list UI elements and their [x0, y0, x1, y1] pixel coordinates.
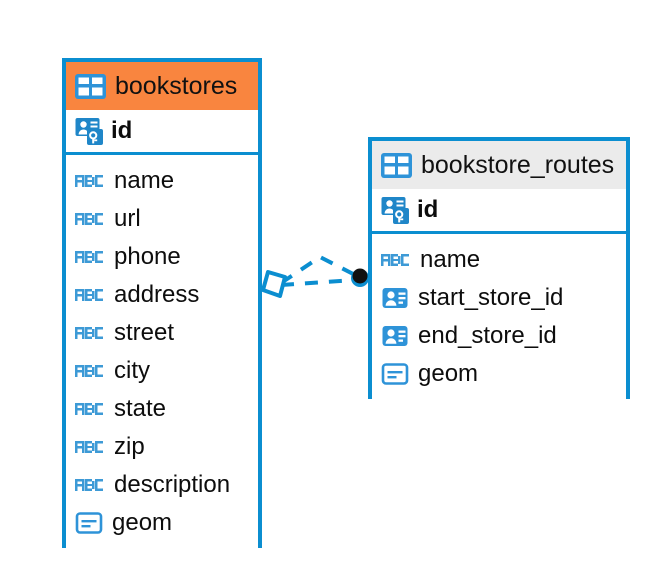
field-row-city[interactable]: city [75, 352, 250, 390]
foreign-key-icon [382, 288, 408, 308]
field-label: name [114, 167, 175, 194]
abc-text-icon [75, 327, 103, 339]
primary-key-icon [381, 197, 409, 224]
field-label: description [114, 471, 231, 498]
field-list-bookstores: name url [66, 155, 258, 550]
field-row-name[interactable]: name [75, 162, 250, 200]
field-row-address[interactable]: address [75, 276, 250, 314]
field-row-start-store-id[interactable]: start_store_id [381, 279, 618, 317]
abc-text-icon [75, 251, 103, 263]
field-label: end_store_id [418, 322, 557, 349]
relationship-line-lower [280, 278, 356, 287]
foreign-key-icon [382, 326, 408, 346]
field-label: street [114, 319, 175, 346]
field-label: start_store_id [418, 284, 564, 311]
field-row-geom[interactable]: geom [381, 355, 618, 393]
field-label: address [114, 281, 200, 308]
abc-text-icon [75, 175, 103, 187]
relationship-source-marker-hollow-diamond [261, 270, 287, 298]
primary-key-icon [75, 118, 103, 145]
field-row-name[interactable]: name [381, 241, 618, 279]
field-row-street[interactable]: street [75, 314, 250, 352]
relationship-line-upper [279, 254, 360, 285]
geometry-icon [75, 512, 103, 534]
field-row-phone[interactable]: phone [75, 238, 250, 276]
field-label: geom [418, 360, 479, 387]
primary-key-row-bookstores[interactable]: id [66, 110, 258, 155]
primary-key-label-bookstore-routes: id [417, 196, 439, 223]
primary-key-label-bookstores: id [111, 117, 133, 144]
entity-header-bookstore-routes[interactable]: bookstore_routes [372, 141, 626, 189]
field-label: url [114, 205, 141, 232]
abc-text-icon [75, 479, 103, 491]
entity-table-bookstore-routes[interactable]: bookstore_routes id [368, 137, 630, 401]
field-row-zip[interactable]: zip [75, 428, 250, 466]
field-row-geom[interactable]: geom [75, 504, 250, 542]
geometry-icon [381, 363, 409, 385]
field-label: city [114, 357, 150, 384]
abc-text-icon [75, 403, 103, 415]
entity-title-bookstore-routes: bookstore_routes [421, 150, 615, 179]
table-icon [381, 152, 412, 178]
field-list-bookstore-routes: name start_store_id [372, 234, 626, 401]
abc-text-icon [75, 365, 103, 377]
field-label: state [114, 395, 167, 422]
field-row-state[interactable]: state [75, 390, 250, 428]
entity-table-bookstores[interactable]: bookstores id [62, 58, 262, 550]
abc-text-icon [381, 254, 409, 266]
primary-key-row-bookstore-routes[interactable]: id [372, 189, 626, 234]
field-label: zip [114, 433, 145, 460]
field-label: name [420, 246, 481, 273]
field-row-end-store-id[interactable]: end_store_id [381, 317, 618, 355]
abc-text-icon [75, 213, 103, 225]
relationship-target-marker-filled-circle [351, 268, 369, 287]
entity-title-bookstores: bookstores [115, 71, 238, 100]
entity-header-bookstores[interactable]: bookstores [66, 62, 258, 110]
table-icon [75, 73, 106, 99]
field-label: phone [114, 243, 181, 270]
field-row-description[interactable]: description [75, 466, 250, 504]
abc-text-icon [75, 441, 103, 453]
abc-text-icon [75, 289, 103, 301]
field-label: geom [112, 509, 173, 536]
field-row-url[interactable]: url [75, 200, 250, 238]
